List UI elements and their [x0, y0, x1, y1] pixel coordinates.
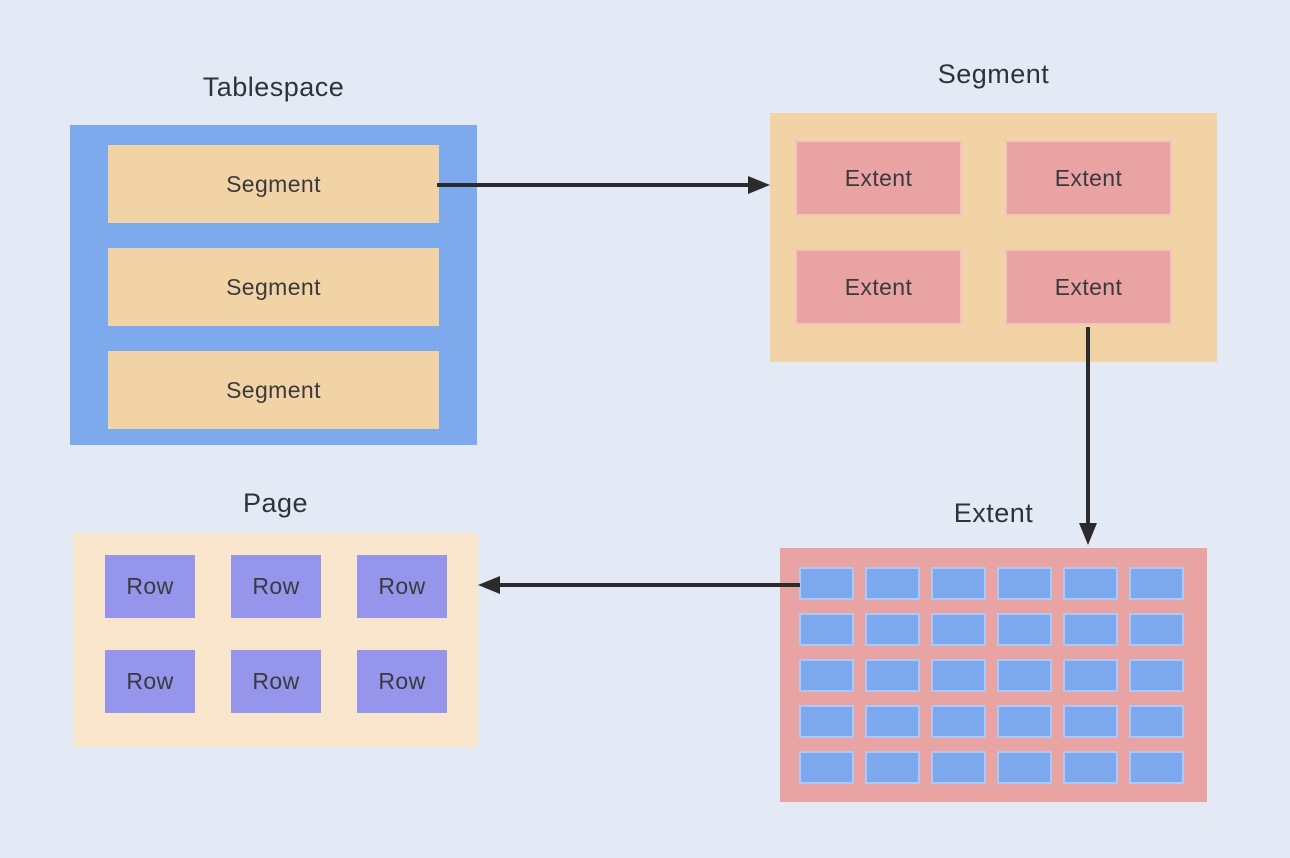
row-box: Row: [357, 555, 447, 618]
page-cell: [997, 705, 1052, 738]
arrow-segment-to-segment-line: [437, 183, 749, 187]
extent-box-label: Extent: [844, 164, 913, 191]
segment-title: Segment: [937, 59, 1050, 89]
extent-box: Extent: [795, 140, 962, 216]
page-cell: [1063, 659, 1118, 692]
extent-title: Extent: [953, 498, 1034, 528]
extent-grid-container: [780, 548, 1207, 802]
page-cell: [865, 751, 920, 784]
page-title: Page: [242, 488, 309, 518]
page-cell: [865, 705, 920, 738]
extent-box-label: Extent: [1054, 164, 1123, 191]
page-cell: [1063, 751, 1118, 784]
row-box: Row: [357, 650, 447, 713]
extent-box-label: Extent: [844, 273, 913, 300]
row-box: Row: [105, 555, 195, 618]
extent-box-label: Extent: [1054, 273, 1123, 300]
page-cell: [799, 613, 854, 646]
page-cell: [1129, 751, 1184, 784]
page-cell: [1063, 705, 1118, 738]
page-cell: [1063, 613, 1118, 646]
row-box-label: Row: [378, 573, 426, 599]
page-cell: [865, 659, 920, 692]
arrow-extent-to-extent-line: [1086, 327, 1090, 525]
segment-bar: Segment: [108, 248, 439, 326]
segment-container: Extent Extent Extent Extent: [770, 113, 1217, 362]
page-cell: [997, 751, 1052, 784]
row-box: Row: [105, 650, 195, 713]
page-cell: [1129, 659, 1184, 692]
page-cell: [1129, 567, 1184, 600]
page-cell: [799, 751, 854, 784]
segment-bar-label: Segment: [226, 376, 321, 403]
page-cell: [931, 567, 986, 600]
page-cell: [1063, 567, 1118, 600]
page-cell: [931, 705, 986, 738]
page-cell: [1129, 613, 1184, 646]
page-cell: [799, 567, 854, 600]
row-box: Row: [231, 650, 321, 713]
page-cell: [997, 567, 1052, 600]
segment-bar: Segment: [108, 351, 439, 429]
page-cell: [997, 613, 1052, 646]
row-box-label: Row: [378, 668, 426, 694]
tablespace-container: Segment Segment Segment: [70, 125, 477, 445]
arrow-extent-to-page-line: [499, 583, 800, 587]
page-cell: [931, 751, 986, 784]
row-box-label: Row: [252, 668, 300, 694]
row-box-label: Row: [252, 573, 300, 599]
arrow-left-icon: [478, 576, 500, 594]
row-box-label: Row: [126, 668, 174, 694]
page-cell: [997, 659, 1052, 692]
page-cell: [1129, 705, 1184, 738]
segment-bar-label: Segment: [226, 273, 321, 300]
page-container: Row Row Row Row Row Row: [73, 533, 478, 747]
extent-box: Extent: [1005, 140, 1172, 216]
segment-bar: Segment: [108, 145, 439, 223]
page-cell: [799, 705, 854, 738]
page-cell: [865, 613, 920, 646]
row-box: Row: [231, 555, 321, 618]
page-cell: [931, 659, 986, 692]
page-cell: [799, 659, 854, 692]
extent-box: Extent: [1005, 249, 1172, 325]
row-box-label: Row: [126, 573, 174, 599]
page-cell: [931, 613, 986, 646]
arrow-down-icon: [1079, 523, 1097, 545]
extent-box: Extent: [795, 249, 962, 325]
page-cell: [865, 567, 920, 600]
tablespace-title: Tablespace: [202, 72, 345, 102]
segment-bar-label: Segment: [226, 170, 321, 197]
arrow-right-icon: [748, 176, 770, 194]
